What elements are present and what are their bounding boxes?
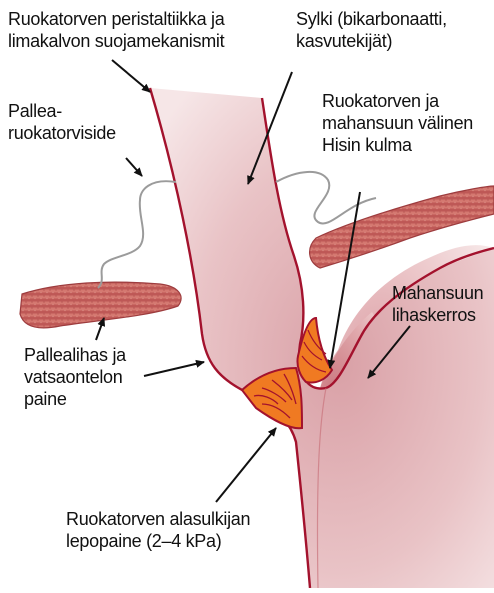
arrow-peristalsis	[112, 60, 150, 92]
label-cardia-muscle: Mahansuun lihaskerros	[392, 282, 483, 326]
label-his-angle: Ruokatorven ja mahansuun välinen Hisin k…	[322, 90, 473, 156]
label-ligament: Pallea- ruokatorviside	[8, 100, 116, 144]
arrow-abdominal-pressure	[144, 362, 204, 376]
arrow-ligament	[126, 158, 142, 176]
diaphragm-left	[20, 282, 181, 328]
ligament-left	[98, 181, 176, 288]
arrow-les-pressure	[216, 428, 276, 502]
label-saliva: Sylki (bikarbonaatti, kasvutekijät)	[296, 8, 447, 52]
label-diaphragm: Pallealihas ja vatsaontelon paine	[24, 344, 126, 410]
label-les-pressure: Ruokatorven alasulkijan lepopaine (2–4 k…	[66, 508, 250, 552]
ligament-right	[276, 172, 376, 224]
label-peristalsis: Ruokatorven peristaltiikka ja limakalvon…	[8, 8, 224, 52]
